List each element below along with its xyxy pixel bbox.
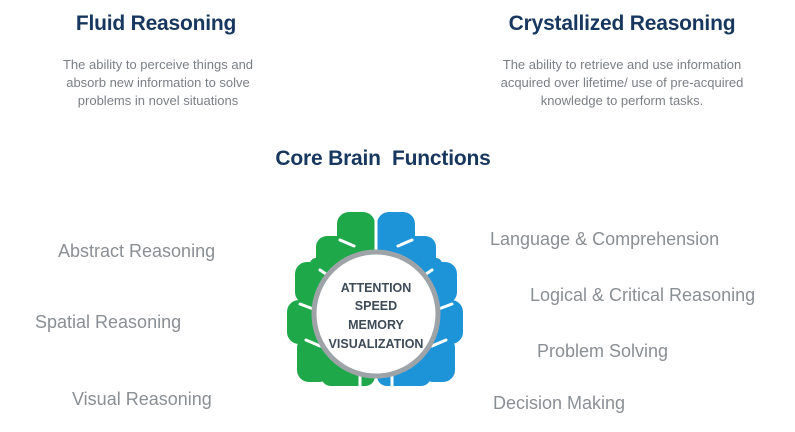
- core-circle: [311, 249, 441, 379]
- function-spatial-reasoning: Spatial Reasoning: [35, 312, 182, 332]
- crystallized-reasoning-title: Crystallized Reasoning: [508, 12, 736, 35]
- crystallized-desc-line-3: knowledge to perform tasks.: [540, 93, 704, 108]
- function-problem-solving: Problem Solving: [537, 341, 669, 361]
- core-word-attention: ATTENTION: [341, 281, 412, 295]
- fluid-desc-line-2: absorb new information to solve: [66, 75, 250, 90]
- core-word-memory: MEMORY: [348, 318, 404, 332]
- crystallized-desc-line-1: The ability to retrieve and use informat…: [502, 57, 742, 72]
- function-abstract-reasoning: Abstract Reasoning: [58, 241, 216, 261]
- core-word-speed: SPEED: [355, 299, 397, 313]
- fluid-reasoning-title: Fluid Reasoning: [75, 12, 237, 35]
- fluid-desc-line-1: The ability to perceive things and: [62, 57, 254, 72]
- function-visual-reasoning: Visual Reasoning: [72, 389, 212, 409]
- function-language-comprehension: Language & Comprehension: [490, 229, 720, 249]
- crystallized-reasoning-description: The ability to retrieve and use informat…: [452, 56, 792, 110]
- fluid-reasoning-description: The ability to perceive things and absor…: [20, 56, 296, 110]
- function-decision-making: Decision Making: [493, 393, 626, 413]
- function-logical-critical-reasoning: Logical & Critical Reasoning: [530, 285, 756, 305]
- core-word-visualization: VISUALIZATION: [329, 337, 424, 351]
- crystallized-desc-line-2: acquired over lifetime/ use of pre-acqui…: [500, 75, 744, 90]
- fluid-desc-line-3: problems in novel situations: [77, 93, 239, 108]
- brain-icon: ATTENTION SPEED MEMORY VISUALIZATION: [287, 208, 463, 392]
- core-brain-functions-title: Core Brain Functions: [275, 147, 491, 170]
